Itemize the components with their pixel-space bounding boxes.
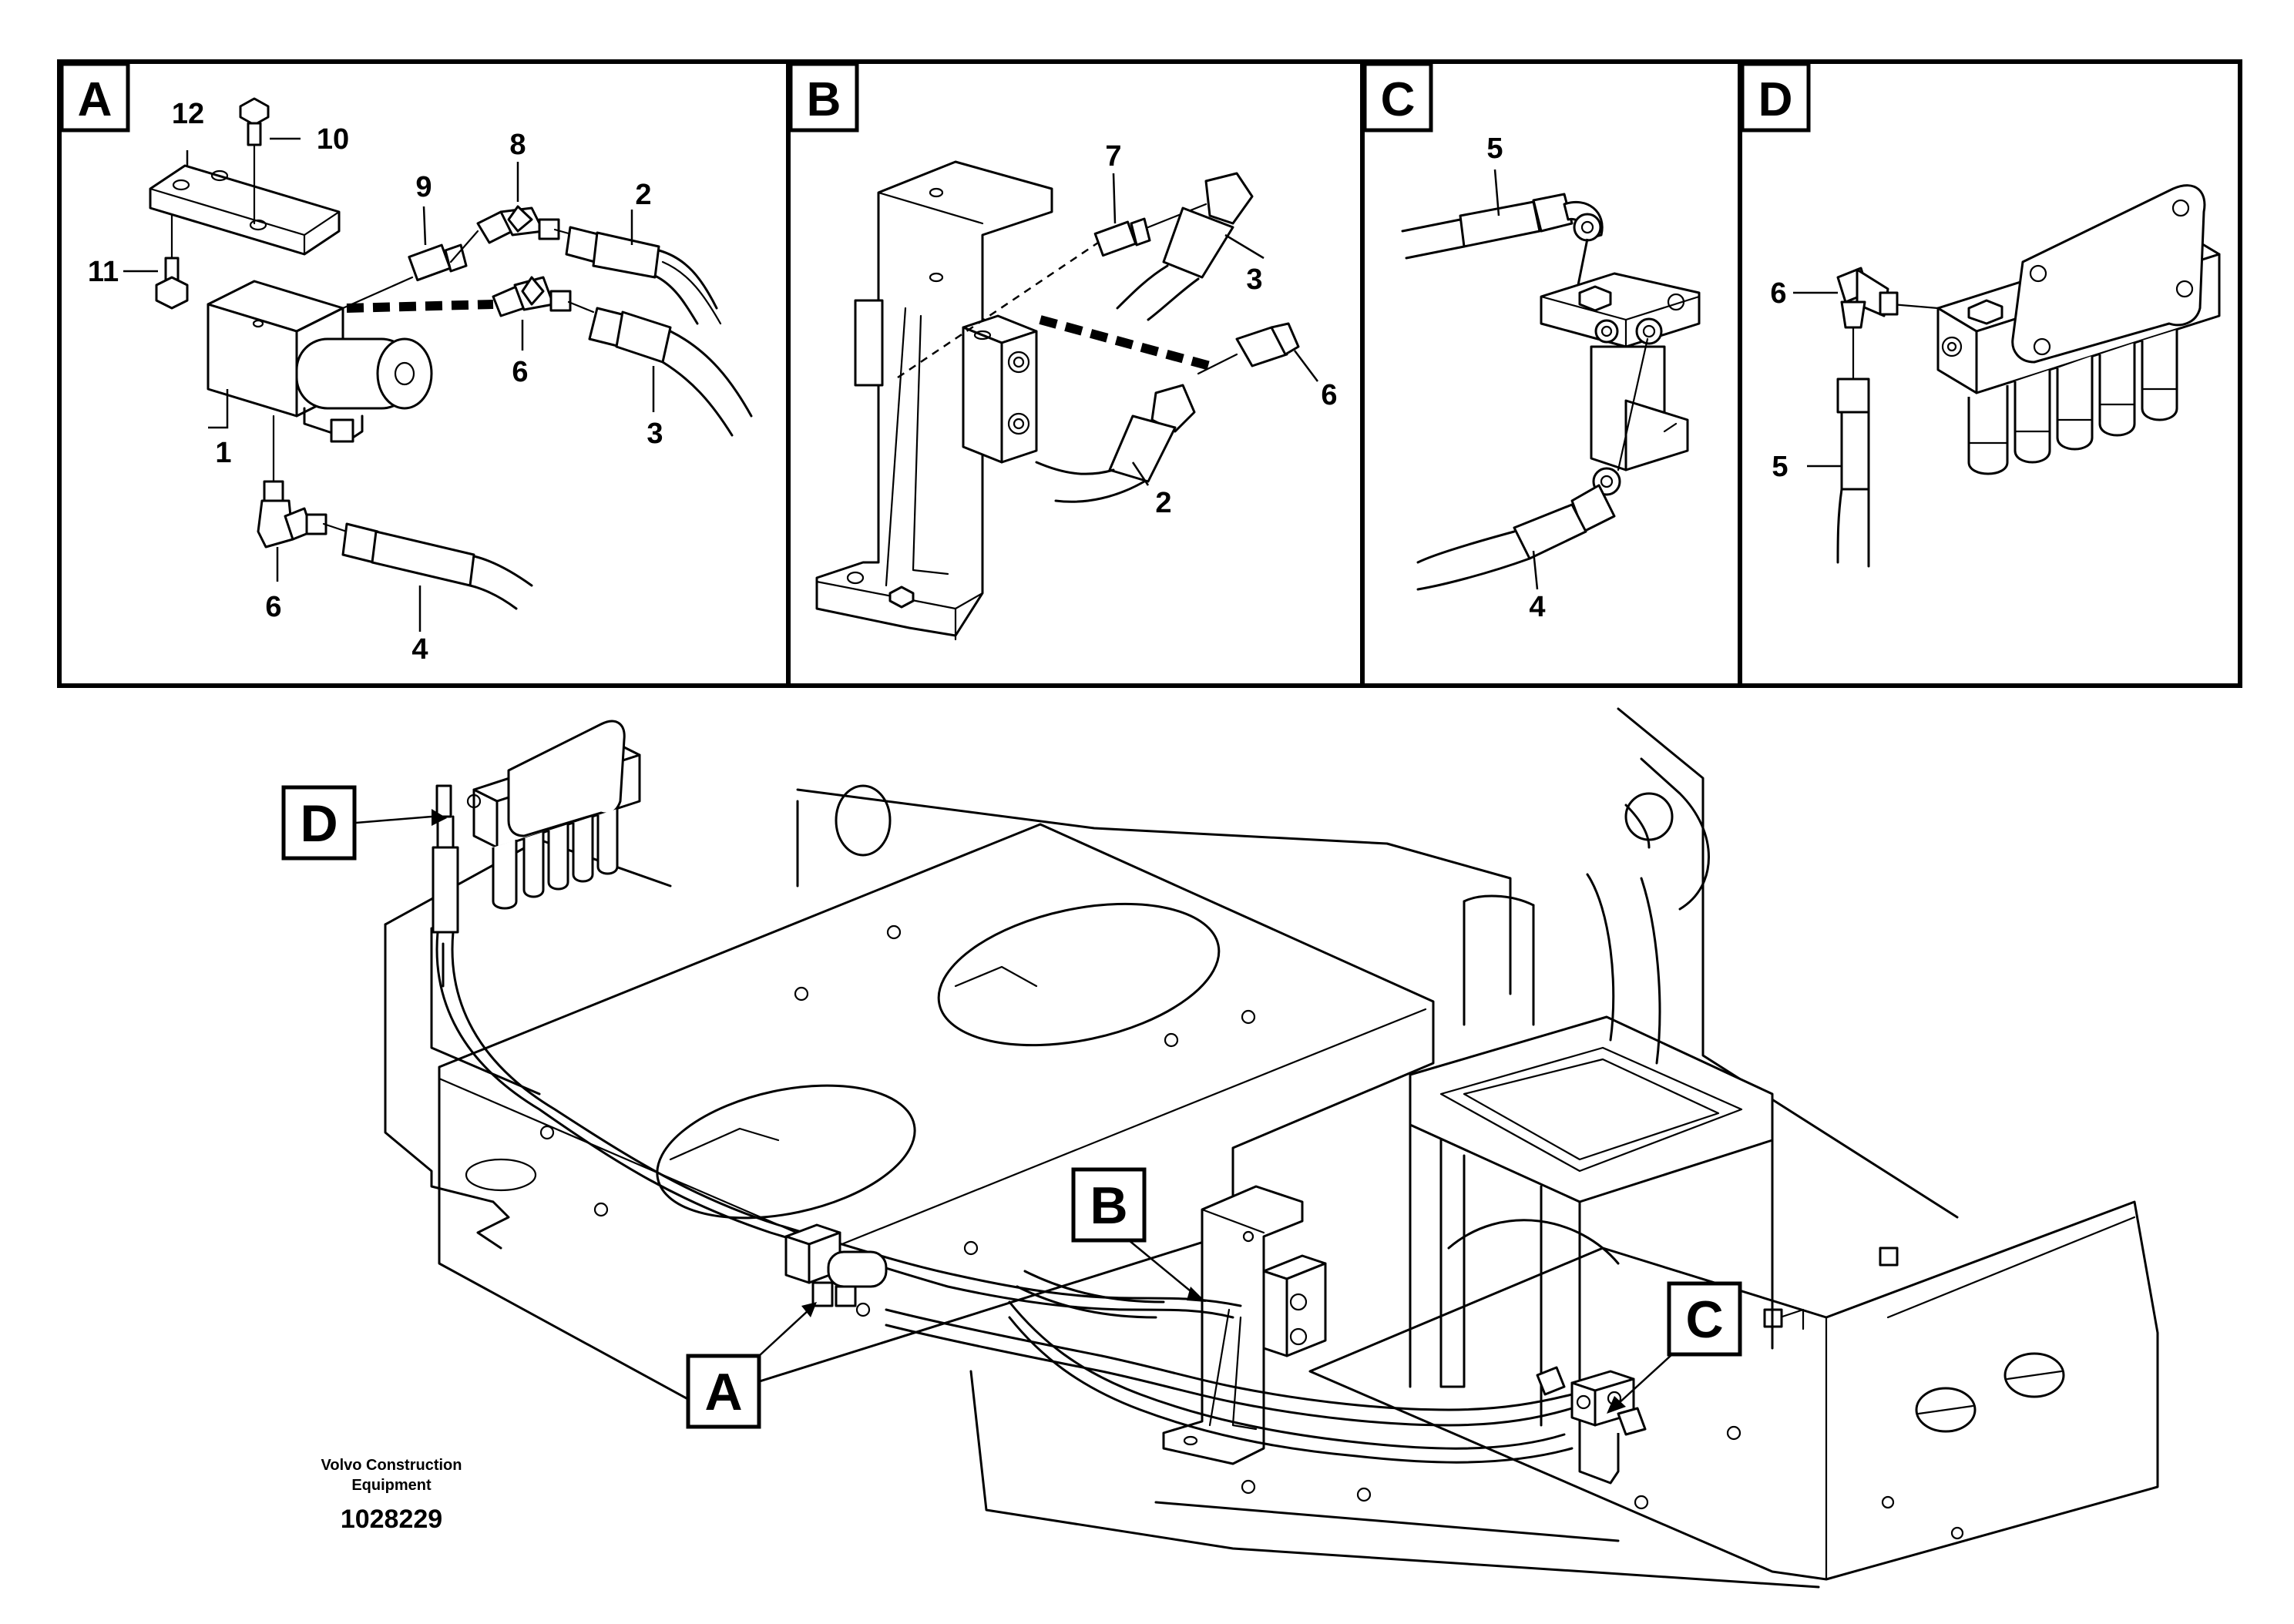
overview-solenoid-valve: [784, 1223, 888, 1307]
panel-c-letter-box: [1362, 62, 1433, 133]
hose-4-c: [1416, 467, 1621, 591]
callout-a-12: 12: [172, 98, 204, 130]
callout-c-4: 4: [1529, 591, 1545, 623]
callout-a-8: 8: [509, 129, 526, 161]
panel-c: C: [1362, 62, 1701, 623]
overview-label-c: C: [1685, 1290, 1723, 1349]
callout-a-11: 11: [88, 256, 119, 288]
overview-callout-d: D: [281, 785, 447, 861]
panel-b-letter-box: [788, 62, 859, 133]
callout-a-6-upper: 6: [512, 356, 528, 388]
manifold-spools: [1967, 330, 2178, 475]
detail-panels-frame: [57, 59, 2242, 688]
panel-c-letter: C: [1381, 73, 1416, 126]
brand-line-2: Equipment: [351, 1477, 432, 1494]
fitting-7: [1093, 217, 1151, 257]
panel-a-letter: A: [78, 73, 113, 126]
bracket-plate: [149, 164, 341, 256]
overview-manifold: [435, 720, 641, 910]
bolt-10: [239, 97, 270, 225]
panel-a: A: [59, 62, 753, 666]
hose-3-b: [1116, 172, 1254, 321]
overview-label-d: D: [300, 794, 338, 853]
callout-a-4: 4: [411, 633, 428, 666]
elbow-6-lower: [257, 414, 327, 549]
panel-a-letter-box: [59, 62, 130, 133]
valve-bracket: [815, 160, 1053, 641]
callout-a-9: 9: [415, 171, 432, 203]
fitting-6-b: [1197, 322, 1300, 375]
pilot-manifold: [1936, 184, 2221, 475]
hose-2: [553, 226, 722, 325]
callout-a-10: 10: [317, 123, 349, 156]
panel-b-letter: B: [807, 73, 841, 126]
bolt-11: [155, 214, 189, 310]
elbow-6-d: [1836, 267, 1940, 379]
hose-5-d: [1836, 377, 1870, 568]
callout-d-5: 5: [1772, 451, 1788, 483]
callout-a-6-lower: 6: [265, 591, 281, 623]
hose-4: [322, 522, 533, 610]
elbow-8: [449, 205, 560, 263]
shuttle-valve: [1540, 238, 1701, 471]
callout-c-5: 5: [1486, 133, 1503, 165]
overview-callout-b: B: [1071, 1167, 1206, 1302]
callout-b-3: 3: [1246, 263, 1262, 296]
overview-callout-a: A: [686, 1302, 817, 1429]
overview-callout-c: C: [1607, 1281, 1742, 1414]
image-number: 1028229: [341, 1505, 442, 1534]
panel-d: D: [1740, 62, 2221, 568]
overview-label-a: A: [704, 1363, 742, 1421]
callout-a-3: 3: [647, 418, 663, 450]
solenoid-valve: [207, 280, 433, 443]
callout-a-2: 2: [635, 179, 651, 211]
brand-line-1: Volvo Construction: [321, 1457, 462, 1474]
callout-b-7: 7: [1105, 140, 1121, 173]
footer-brand: Volvo Construction Equipment 1028229: [321, 1457, 462, 1534]
overview-label-b: B: [1090, 1176, 1127, 1235]
panel-b: B: [788, 62, 1338, 641]
hose-5-c: [1401, 193, 1604, 260]
elbow-6-upper: [492, 276, 572, 317]
overview-shuttle-valve: [1536, 1366, 1647, 1485]
callout-d-6: 6: [1770, 277, 1786, 310]
fitting-9: [341, 243, 468, 310]
pilot-valve-block: [962, 314, 1038, 464]
hose-3: [567, 300, 753, 437]
callout-a-1: 1: [215, 437, 231, 469]
overview-assembly: D B C A: [281, 707, 2159, 1589]
panel-d-letter-box: [1740, 62, 1811, 133]
callout-b-6: 6: [1321, 379, 1337, 411]
panel-d-letter: D: [1758, 73, 1793, 126]
callout-b-2: 2: [1155, 487, 1171, 519]
hose-2-b: [1035, 384, 1196, 503]
